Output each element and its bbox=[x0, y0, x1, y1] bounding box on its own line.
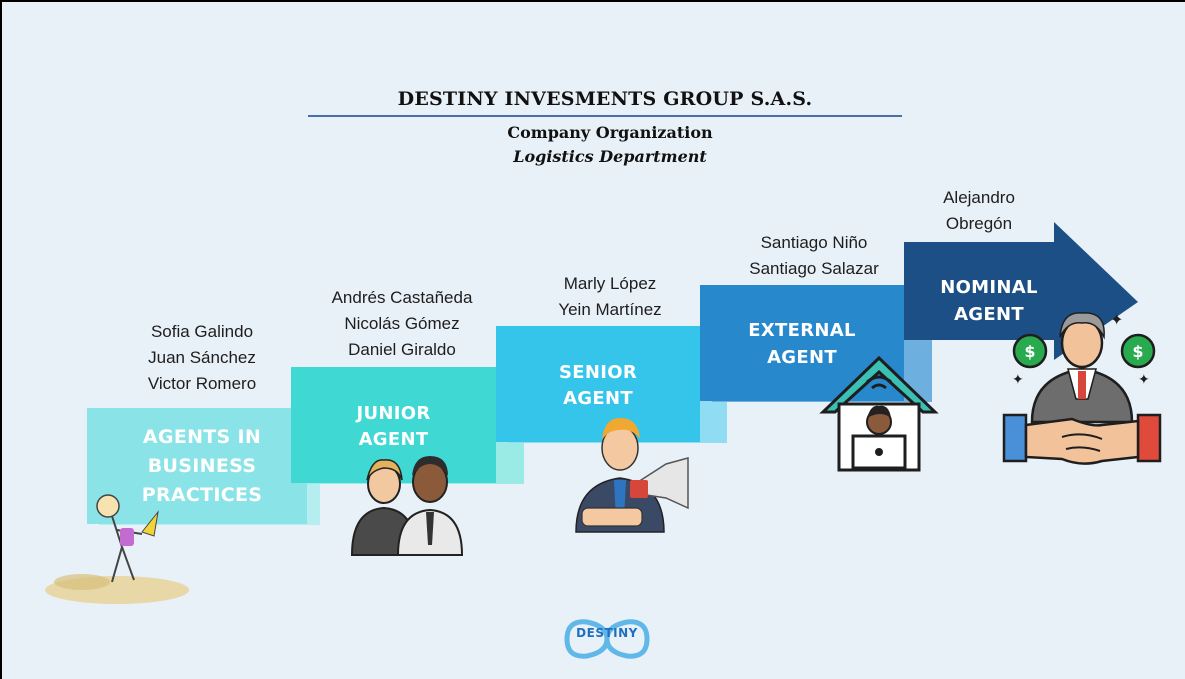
person-name: Marly López bbox=[563, 274, 657, 293]
person-name: Alejandro bbox=[943, 188, 1015, 207]
svg-text:$: $ bbox=[1024, 342, 1035, 361]
two-people-icon bbox=[350, 456, 464, 556]
step-label-line: PRACTICES bbox=[141, 483, 263, 506]
person-name: Nicolás Gómez bbox=[344, 314, 460, 333]
senior-agent-names: Marly López Yein Martínez bbox=[520, 271, 700, 323]
company-title: DESTINY INVESMENTS GROUP S.A.S. bbox=[397, 88, 813, 110]
step-label-line: AGENT bbox=[954, 304, 1024, 325]
megaphone-man-icon bbox=[575, 418, 689, 533]
sparkle-icon: ✦ bbox=[1110, 312, 1124, 329]
svg-text:$: $ bbox=[1132, 342, 1143, 361]
step-label-line: NOMINAL bbox=[940, 277, 1038, 298]
person-name: Victor Romero bbox=[147, 374, 257, 393]
step-label-line: BUSINESS bbox=[147, 454, 257, 477]
step-label-line: AGENTS IN bbox=[142, 425, 262, 448]
step-nominal-agent: NOMINAL AGENT bbox=[904, 242, 1074, 340]
person-name: Santiago Niño bbox=[760, 233, 868, 252]
department-title: Logistics Department bbox=[513, 147, 707, 166]
destiny-logo-icon bbox=[564, 619, 650, 659]
step-agents-in-business-practices: AGENTS IN BUSINESS PRACTICES bbox=[87, 408, 307, 524]
step-label-line: AGENT bbox=[358, 429, 429, 450]
step-label-line: SENIOR bbox=[559, 362, 637, 383]
stick-figure-icon bbox=[45, 494, 189, 604]
step-senior-agent: SENIOR AGENT bbox=[496, 326, 700, 442]
home-office-icon bbox=[819, 355, 939, 472]
step-label-line: JUNIOR bbox=[356, 403, 431, 424]
external-agent-names: Santiago Niño Santiago Salazar bbox=[724, 230, 904, 282]
handshake-businessman-icon: $ $ bbox=[1002, 312, 1162, 465]
person-name: Andrés Castañeda bbox=[331, 288, 473, 307]
nominal-agent-names: Alejandro Obregón bbox=[914, 185, 1044, 237]
title-underline bbox=[308, 115, 902, 117]
person-name: Juan Sánchez bbox=[148, 348, 256, 367]
step-label-line: AGENT bbox=[563, 388, 633, 409]
person-name: Obregón bbox=[945, 214, 1013, 233]
sparkle-icon: ✦ bbox=[1138, 373, 1150, 388]
person-name: Daniel Giraldo bbox=[348, 340, 456, 359]
person-name: Santiago Salazar bbox=[749, 259, 879, 278]
sparkle-icon: ✦ bbox=[1012, 373, 1024, 388]
step-label-line: EXTERNAL bbox=[748, 320, 856, 341]
person-name: Yein Martínez bbox=[558, 300, 662, 319]
destiny-logo-text: DESTINY bbox=[576, 626, 638, 640]
person-name: Sofia Galindo bbox=[150, 322, 254, 341]
step-label-line: AGENT bbox=[767, 347, 837, 368]
agents-in-business-practices-names: Sofia Galindo Juan Sánchez Victor Romero bbox=[112, 319, 292, 397]
company-subtitle: Company Organization bbox=[507, 123, 713, 142]
junior-agent-names: Andrés Castañeda Nicolás Gómez Daniel Gi… bbox=[307, 285, 497, 363]
